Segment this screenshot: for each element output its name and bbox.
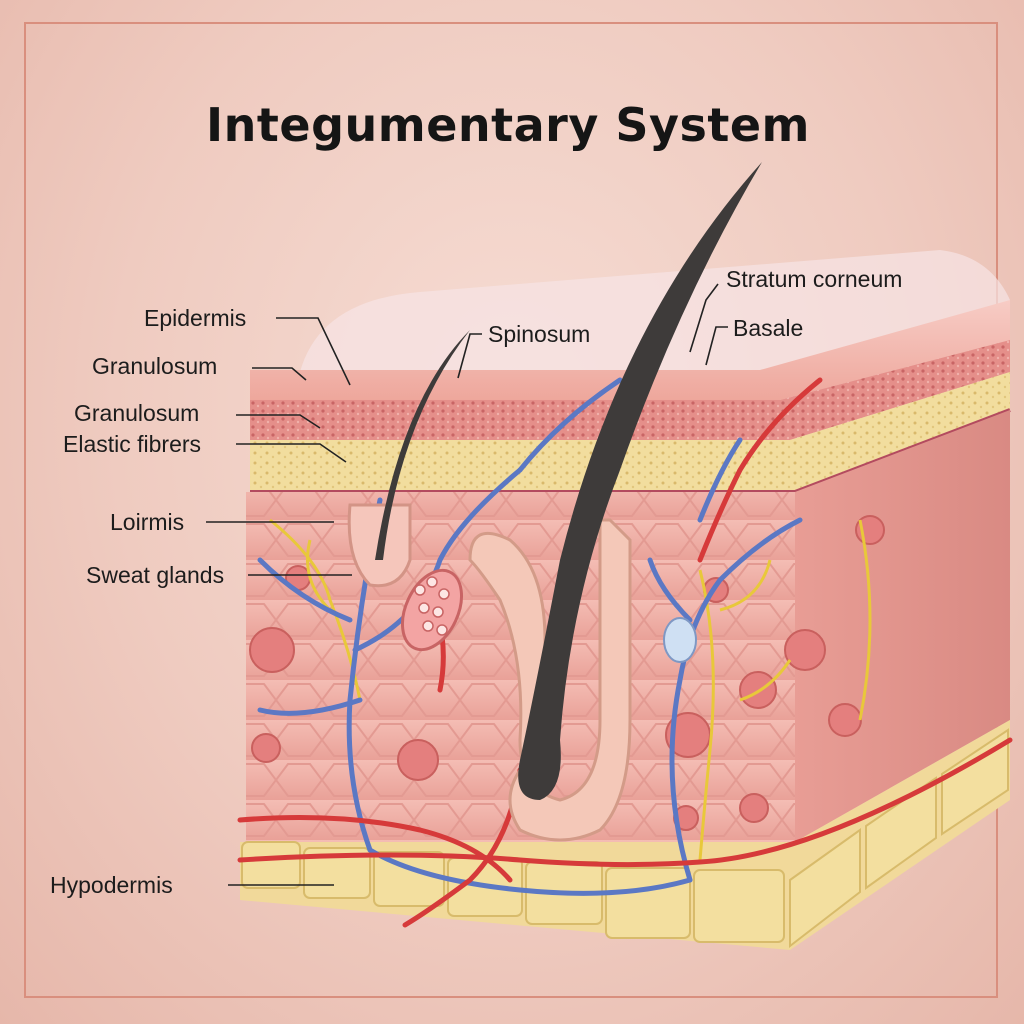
label-granulosum-lower: Granulosum (74, 400, 199, 426)
page-title: Integumentary System (206, 98, 810, 152)
label-basale: Basale (733, 315, 803, 341)
label-loirmis: Loirmis (110, 509, 184, 535)
label-elastic-fibrers: Elastic fibrers (63, 431, 201, 457)
small-hair-shaft (375, 330, 470, 560)
hair-shaft (518, 162, 762, 800)
dermal-cells (249, 515, 885, 831)
label-spinosum: Spinosum (488, 321, 590, 347)
label-stratum-corneum: Stratum corneum (726, 266, 902, 292)
label-granulosum-upper: Granulosum (92, 353, 217, 379)
sweat-gland-coil (400, 568, 464, 652)
label-epidermis: Epidermis (144, 305, 246, 331)
leader-lines (206, 283, 728, 886)
hair-follicle (468, 518, 632, 842)
adipocyte (663, 617, 697, 663)
label-sweat-glands: Sweat glands (86, 562, 224, 588)
label-hypodermis: Hypodermis (50, 872, 173, 898)
granulosum-layer (250, 340, 1010, 440)
elastic-fibres-layer (250, 372, 1010, 492)
